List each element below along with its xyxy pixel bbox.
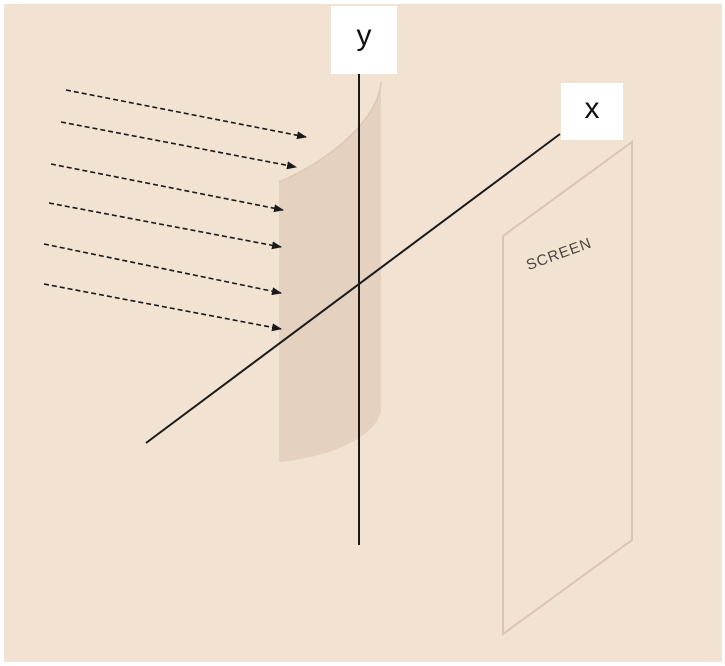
dashed-arrow-icon [48, 202, 282, 250]
x-axis-label-box: x [561, 83, 623, 140]
x-axis-line [145, 133, 561, 444]
screen-panel [502, 140, 633, 636]
dashed-arrow-icon [43, 243, 282, 296]
x-axis-label: x [584, 91, 600, 125]
incident-rays [43, 89, 307, 332]
lens-top-edge [278, 81, 382, 183]
y-axis-label: y [356, 19, 372, 52]
dashed-arrow-icon [65, 89, 307, 140]
cylindrical-lens [279, 82, 381, 462]
y-axis-label-box: y [331, 6, 397, 74]
dashed-arrow-icon [43, 283, 282, 332]
